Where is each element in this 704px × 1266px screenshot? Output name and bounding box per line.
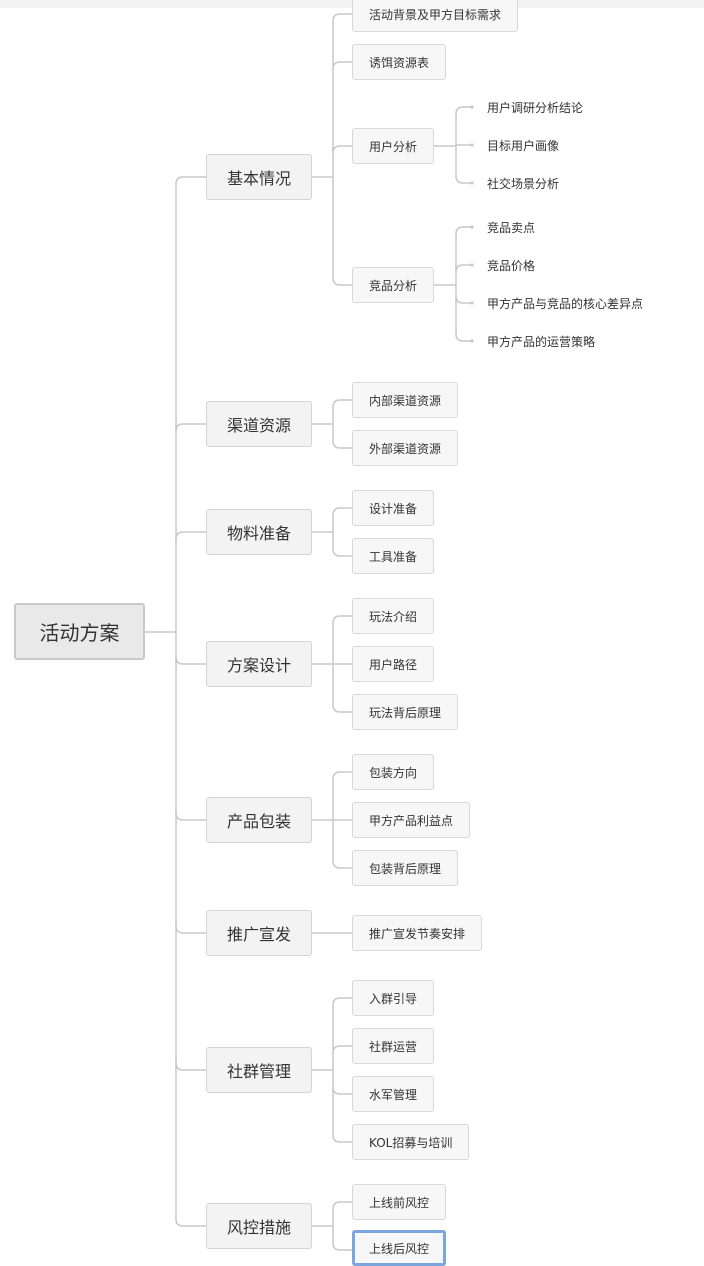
edge-basic-edge-2 bbox=[332, 145, 352, 154]
edge-material-edge-0 bbox=[332, 507, 352, 516]
sub-node-packaging-principle[interactable]: 包装背后原理 bbox=[352, 850, 459, 886]
category-node-product-packaging[interactable]: 产品包装 bbox=[206, 797, 312, 843]
sub-node-design-prep[interactable]: 设计准备 bbox=[352, 490, 435, 526]
edge-competitor-edge-1 bbox=[455, 264, 472, 273]
edge-channel-edge-1 bbox=[332, 440, 352, 449]
sub-node-tool-prep[interactable]: 工具准备 bbox=[352, 538, 435, 574]
leaf-dot-user-0 bbox=[470, 105, 474, 109]
leaf-dot-competitor-2 bbox=[470, 301, 474, 305]
edge-competitor-edge-3 bbox=[455, 333, 472, 342]
category-node-basic-situation[interactable]: 基本情况 bbox=[206, 154, 312, 200]
edge-root-edge-7 bbox=[175, 1218, 206, 1227]
sub-node-gameplay-intro[interactable]: 玩法介绍 bbox=[352, 598, 435, 634]
root-node[interactable]: 活动方案 bbox=[14, 603, 145, 660]
edge-packaging-edge-2 bbox=[332, 860, 352, 869]
sub-node-shill-management[interactable]: 水军管理 bbox=[352, 1076, 435, 1112]
leaf-dot-competitor-1 bbox=[470, 263, 474, 267]
sub-node-gameplay-principle[interactable]: 玩法背后原理 bbox=[352, 694, 459, 730]
leaf-core-differences[interactable]: 甲方产品与竞品的核心差异点 bbox=[487, 296, 644, 311]
edge-root-edge-4 bbox=[175, 812, 206, 821]
edge-basic-edge-3 bbox=[332, 277, 352, 286]
edge-community-edge-2 bbox=[332, 1086, 352, 1095]
leaf-operation-strategy[interactable]: 甲方产品的运营策略 bbox=[487, 334, 596, 349]
sub-node-product-benefits[interactable]: 甲方产品利益点 bbox=[352, 802, 471, 838]
edge-community-edge-3 bbox=[332, 1134, 352, 1143]
leaf-dot-user-1 bbox=[470, 143, 474, 147]
edge-design-edge-2 bbox=[332, 704, 352, 713]
category-node-material-prep[interactable]: 物料准备 bbox=[206, 509, 312, 555]
edge-root-edge-6 bbox=[175, 1062, 206, 1071]
category-node-risk-control[interactable]: 风控措施 bbox=[206, 1203, 312, 1249]
sub-node-bait-resources[interactable]: 诱饵资源表 bbox=[352, 44, 447, 80]
leaf-user-research-conclusion[interactable]: 用户调研分析结论 bbox=[487, 100, 584, 115]
leaf-dot-user-2 bbox=[470, 181, 474, 185]
leaf-competitor-selling-points[interactable]: 竞品卖点 bbox=[487, 220, 536, 235]
sub-node-group-onboarding[interactable]: 入群引导 bbox=[352, 980, 435, 1016]
edge-basic-edge-0 bbox=[332, 13, 352, 22]
sub-node-internal-channels[interactable]: 内部渠道资源 bbox=[352, 382, 459, 418]
edge-material-edge-1 bbox=[332, 548, 352, 557]
edge-root-edge-1 bbox=[175, 423, 206, 432]
edge-basic-edge-1 bbox=[332, 61, 352, 70]
category-node-community[interactable]: 社群管理 bbox=[206, 1047, 312, 1093]
sub-node-external-channels[interactable]: 外部渠道资源 bbox=[352, 430, 459, 466]
edge-risk-edge-1 bbox=[332, 1242, 352, 1251]
edge-design-edge-0 bbox=[332, 615, 352, 624]
edge-competitor-edge-2 bbox=[455, 295, 472, 304]
sub-node-promotion-schedule[interactable]: 推广宣发节奏安排 bbox=[352, 915, 483, 951]
sub-node-competitor-analysis[interactable]: 竞品分析 bbox=[352, 267, 435, 303]
leaf-social-scenario-analysis[interactable]: 社交场景分析 bbox=[487, 176, 560, 191]
sub-node-user-path[interactable]: 用户路径 bbox=[352, 646, 435, 682]
edge-root-edge-2 bbox=[175, 531, 206, 540]
edge-user-analysis-edge-2 bbox=[455, 175, 472, 184]
leaf-competitor-price[interactable]: 竞品价格 bbox=[487, 258, 536, 273]
leaf-dot-competitor-3 bbox=[470, 339, 474, 343]
edge-risk-edge-0 bbox=[332, 1201, 352, 1210]
leaf-target-user-persona[interactable]: 目标用户画像 bbox=[487, 138, 560, 153]
sub-node-community-ops[interactable]: 社群运营 bbox=[352, 1028, 435, 1064]
sub-node-kol-recruitment[interactable]: KOL招募与培训 bbox=[352, 1124, 470, 1160]
edge-packaging-edge-0 bbox=[332, 771, 352, 780]
edge-community-edge-0 bbox=[332, 997, 352, 1006]
category-node-promotion[interactable]: 推广宣发 bbox=[206, 910, 312, 956]
leaf-dot-competitor-0 bbox=[470, 225, 474, 229]
sub-node-background-and-goals[interactable]: 活动背景及甲方目标需求 bbox=[352, 0, 519, 32]
sub-node-packaging-direction[interactable]: 包装方向 bbox=[352, 754, 435, 790]
edge-community-edge-1 bbox=[332, 1045, 352, 1054]
edge-channel-edge-0 bbox=[332, 399, 352, 408]
edge-root-edge-3 bbox=[175, 656, 206, 665]
category-node-plan-design[interactable]: 方案设计 bbox=[206, 641, 312, 687]
sub-node-postlaunch-risk-selected[interactable]: 上线后风控 bbox=[352, 1230, 447, 1266]
sub-node-user-analysis[interactable]: 用户分析 bbox=[352, 128, 435, 164]
edge-root-edge-0 bbox=[175, 176, 206, 185]
category-node-channel-resources[interactable]: 渠道资源 bbox=[206, 401, 312, 447]
edge-user-analysis-edge-0 bbox=[455, 106, 472, 115]
edge-root-edge-5 bbox=[175, 925, 206, 934]
sub-node-prelaunch-risk[interactable]: 上线前风控 bbox=[352, 1184, 447, 1220]
edge-competitor-edge-0 bbox=[455, 226, 472, 235]
